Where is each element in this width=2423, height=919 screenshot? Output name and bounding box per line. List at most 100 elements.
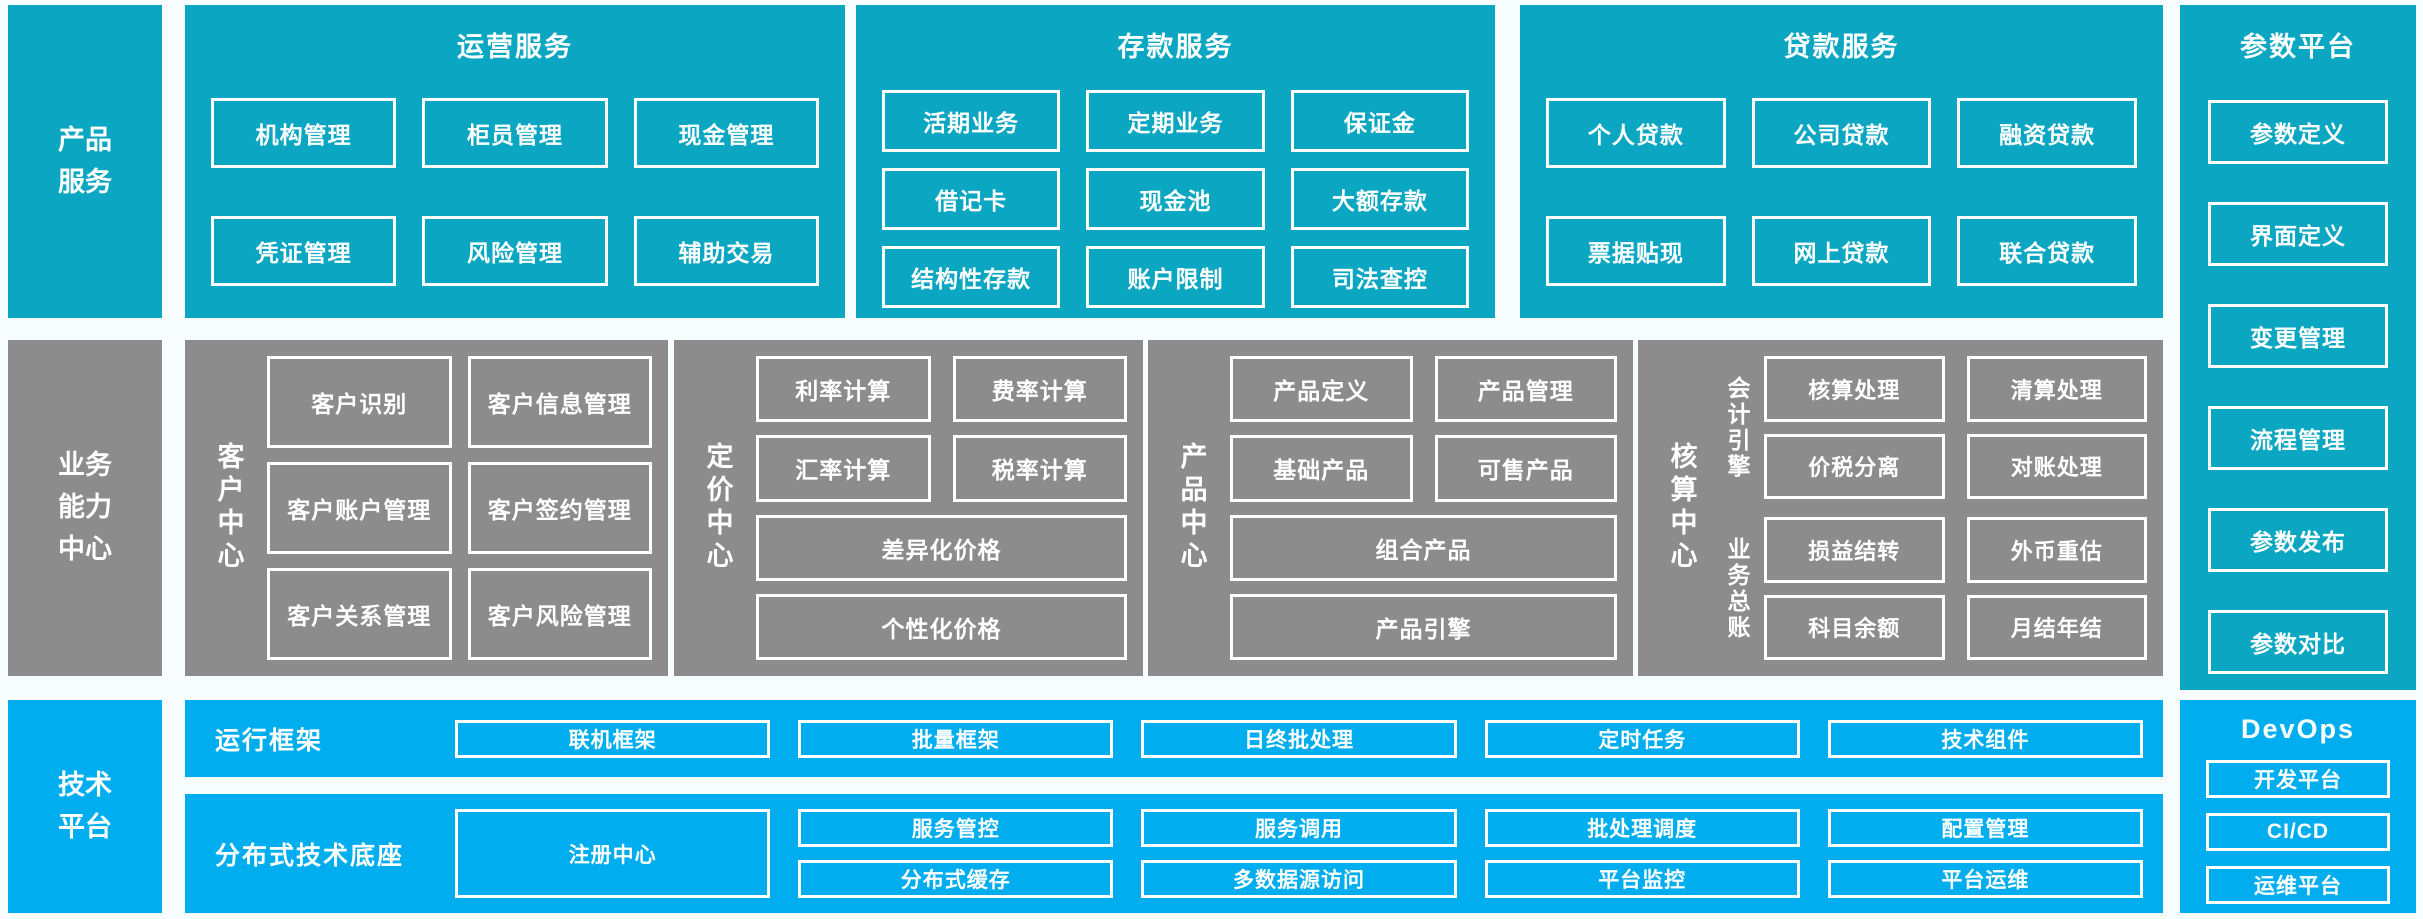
panel-title-devops: DevOps	[2240, 714, 2356, 744]
module-box: 服务管控	[798, 809, 1114, 847]
module-box: 科目余额	[1764, 594, 1945, 660]
module-box: 客户风险管理	[467, 568, 652, 660]
module-box: 大额存款	[1290, 168, 1469, 230]
module-box: 界面定义	[2208, 202, 2388, 266]
module-box: 基础产品	[1230, 435, 1413, 502]
module-box: 分布式缓存	[798, 860, 1114, 898]
module-box: 税率计算	[952, 435, 1127, 502]
module-box: 汇率计算	[756, 435, 931, 502]
module-box: 产品管理	[1434, 356, 1617, 423]
loans-grid: 个人贷款 公司贷款 融资贷款 票据贴现 网上贷款 联合贷款	[1520, 64, 2163, 286]
module-box: 客户签约管理	[467, 462, 652, 554]
panel-parameter-platform: 参数平台 参数定义 界面定义 变更管理 流程管理 参数发布 参数对比	[2180, 5, 2416, 690]
module-box: 服务调用	[1141, 809, 1457, 847]
panel-label-customer-center: 客户中心	[213, 442, 244, 574]
module-box: 配置管理	[1827, 809, 2143, 847]
panel-label-pricing-center: 定价中心	[702, 442, 733, 574]
module-box: 司法查控	[1290, 246, 1469, 308]
module-box: 账户限制	[1086, 246, 1265, 308]
panel-operations: 运营服务 机构管理 柜员管理 现金管理 凭证管理 风险管理 辅助交易	[185, 5, 845, 318]
distributed-columns: 注册中心 服务管控 分布式缓存 服务调用 多数据源访问 批处理调度 平台监控 配…	[455, 809, 2143, 898]
module-box: 对账处理	[1966, 433, 2147, 499]
module-box: 多数据源访问	[1141, 860, 1457, 898]
panel-label-accounting-center: 核算中心	[1666, 442, 1697, 574]
panel-deposits: 存款服务 活期业务 定期业务 保证金 借记卡 现金池 大额存款 结构性存款 账户…	[856, 5, 1495, 318]
module-box: 个人贷款	[1546, 98, 1726, 168]
panel-loans: 贷款服务 个人贷款 公司贷款 融资贷款 票据贴现 网上贷款 联合贷款	[1520, 5, 2163, 318]
module-box: 联合贷款	[1957, 216, 2137, 286]
panel-runtime-framework: 运行框架 联机框架 批量框架 日终批处理 定时任务 技术组件	[185, 700, 2163, 777]
panel-pricing-center: 定价中心 利率计算 费率计算 汇率计算 税率计算 差异化价格 个性化价格	[674, 340, 1143, 676]
module-box: 清算处理	[1966, 356, 2147, 422]
panel-title-deposits: 存款服务	[1117, 32, 1234, 62]
module-box: 可售产品	[1434, 435, 1617, 502]
module-box: 活期业务	[882, 90, 1061, 152]
group-label-accounting-engine: 会计引擎	[1724, 375, 1750, 480]
module-box: 价税分离	[1764, 433, 1945, 499]
module-box: 辅助交易	[633, 216, 819, 286]
rail-product-services: 产品 服务	[8, 5, 162, 318]
module-box: 开发平台	[2206, 760, 2390, 798]
customer-grid: 客户识别 客户信息管理 客户账户管理 客户签约管理 客户关系管理 客户风险管理	[267, 356, 652, 660]
module-box: 费率计算	[952, 356, 1127, 423]
module-box: 批量框架	[798, 719, 1114, 758]
module-box: 利率计算	[756, 356, 931, 423]
distributed-column: 服务管控 分布式缓存	[798, 809, 1114, 898]
module-box: 联机框架	[455, 719, 771, 758]
module-box: 网上贷款	[1751, 216, 1932, 286]
panel-devops: DevOps 开发平台 CI/CD 运维平台	[2180, 700, 2416, 913]
module-box: 流程管理	[2208, 406, 2388, 470]
rail-tech-platform: 技术 平台	[8, 700, 162, 913]
module-box: 借记卡	[882, 168, 1061, 230]
accounting-group-ledger: 业务总账 损益结转 外币重估 科目余额 月结年结	[1720, 517, 2147, 660]
module-box: 组合产品	[1230, 514, 1617, 581]
panel-label-runtime-framework: 运行框架	[215, 726, 324, 755]
module-box: 外币重估	[1966, 517, 2147, 583]
module-box: 批处理调度	[1484, 809, 1800, 847]
module-box: 技术组件	[1827, 719, 2144, 758]
module-box: 融资贷款	[1957, 98, 2137, 168]
module-box: 产品定义	[1230, 356, 1413, 423]
module-box: 参数发布	[2208, 508, 2388, 572]
module-box: 个性化价格	[756, 593, 1127, 660]
module-box: 注册中心	[455, 809, 771, 898]
module-box: 客户关系管理	[267, 568, 452, 660]
distributed-column: 批处理调度 平台监控	[1484, 809, 1800, 898]
module-box: 日终批处理	[1141, 719, 1457, 758]
module-box: 定时任务	[1484, 719, 1800, 758]
panel-product-center: 产品中心 产品定义 产品管理 基础产品 可售产品 组合产品 产品引擎	[1148, 340, 1633, 676]
module-box: 差异化价格	[756, 514, 1127, 581]
accounting-body: 会计引擎 核算处理 清算处理 价税分离 对账处理 业务总账 损益结转 外币重估 …	[1720, 356, 2147, 660]
module-box: 保证金	[1290, 90, 1469, 152]
business-ledger-grid: 损益结转 外币重估 科目余额 月结年结	[1764, 517, 2147, 660]
panel-customer-center: 客户中心 客户识别 客户信息管理 客户账户管理 客户签约管理 客户关系管理 客户…	[185, 340, 668, 676]
module-box: 客户识别	[267, 356, 452, 448]
rail-business-capability-center: 业务 能力 中心	[8, 340, 162, 676]
deposits-grid: 活期业务 定期业务 保证金 借记卡 现金池 大额存款 结构性存款 账户限制 司法…	[856, 64, 1495, 308]
module-box: CI/CD	[2206, 813, 2390, 851]
module-box: 平台监控	[1484, 860, 1800, 898]
parameter-list: 参数定义 界面定义 变更管理 流程管理 参数发布 参数对比	[2180, 64, 2416, 674]
panel-title-loans: 贷款服务	[1783, 32, 1900, 62]
distributed-column: 配置管理 平台运维	[1827, 809, 2143, 898]
module-box: 核算处理	[1764, 356, 1945, 422]
module-box: 产品引擎	[1230, 593, 1617, 660]
distributed-column: 服务调用 多数据源访问	[1141, 809, 1457, 898]
module-box: 运维平台	[2206, 866, 2390, 904]
module-box: 票据贴现	[1546, 216, 1726, 286]
runtime-boxes: 联机框架 批量框架 日终批处理 定时任务 技术组件	[455, 719, 2144, 758]
panel-label-distributed-base: 分布式技术底座	[215, 841, 405, 870]
panel-title-operations: 运营服务	[457, 32, 573, 62]
panel-accounting-center: 核算中心 会计引擎 核算处理 清算处理 价税分离 对账处理 业务总账 损益结转 …	[1638, 340, 2163, 676]
module-box: 机构管理	[211, 98, 397, 168]
panel-title-parameter-platform: 参数平台	[2240, 32, 2356, 62]
pricing-grid: 利率计算 费率计算 汇率计算 税率计算 差异化价格 个性化价格	[756, 356, 1127, 660]
module-box: 凭证管理	[211, 216, 397, 286]
module-box: 月结年结	[1966, 594, 2147, 660]
module-box: 柜员管理	[422, 98, 608, 168]
panel-distributed-base: 分布式技术底座 注册中心 服务管控 分布式缓存 服务调用 多数据源访问 批处理调…	[185, 794, 2163, 913]
module-box: 变更管理	[2208, 304, 2388, 368]
accounting-group-engine: 会计引擎 核算处理 清算处理 价税分离 对账处理	[1720, 356, 2147, 499]
module-box: 参数定义	[2208, 100, 2388, 164]
